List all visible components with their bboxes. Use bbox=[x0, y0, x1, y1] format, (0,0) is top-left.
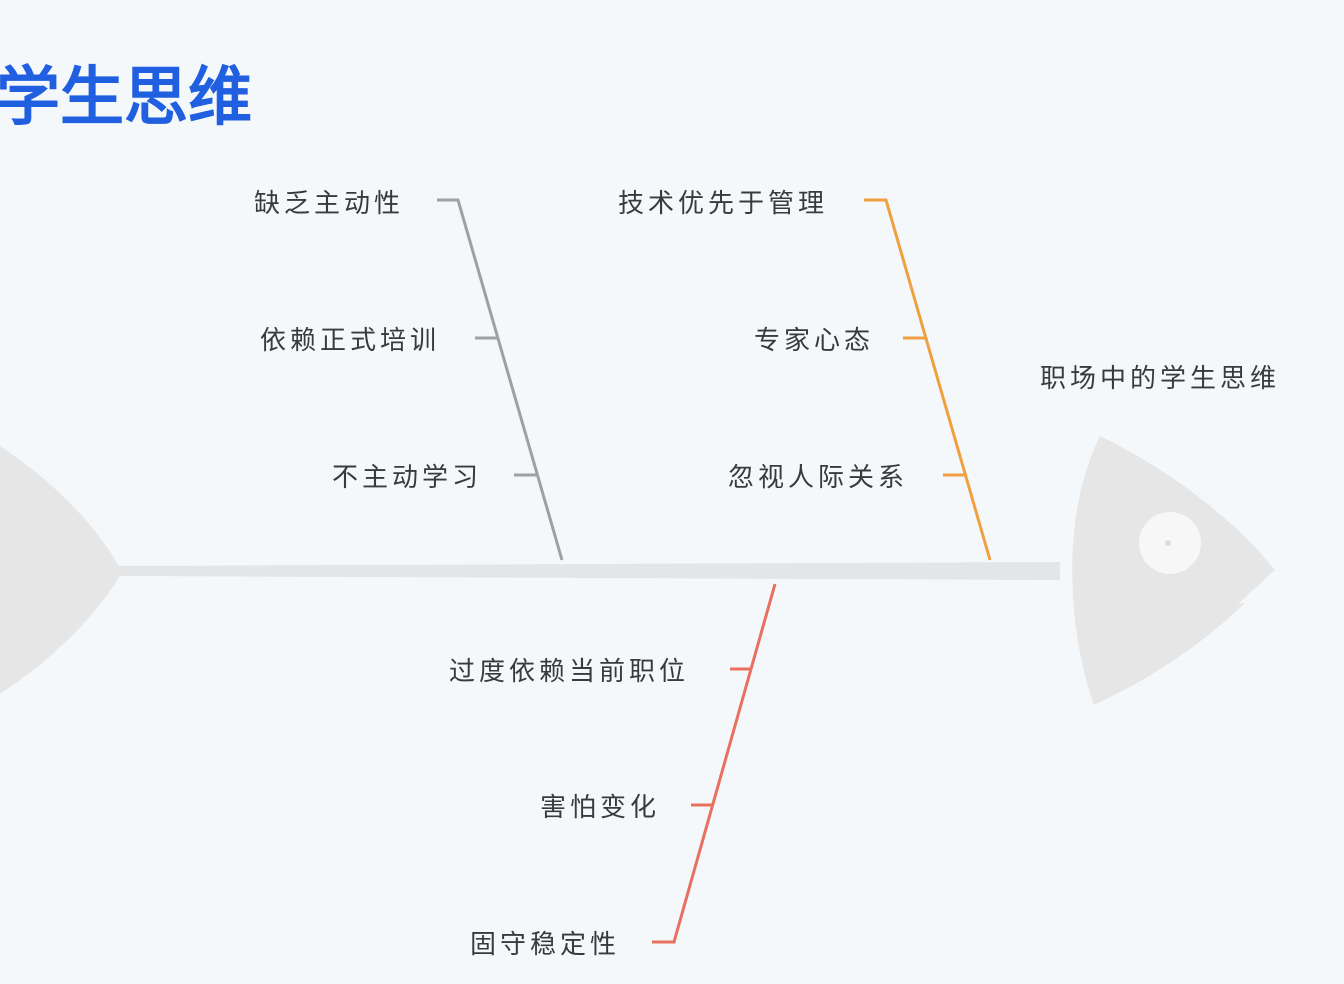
cause-label: 忽视人际关系 bbox=[728, 463, 908, 493]
fish-mouth bbox=[1238, 570, 1275, 604]
branch-orange-line bbox=[864, 198, 992, 561]
cause-label: 害怕变化 bbox=[540, 793, 660, 823]
cause-label: 缺乏主动性 bbox=[254, 189, 404, 219]
fish-tail-shape bbox=[0, 446, 122, 694]
head-label: 职场中的学生思维 bbox=[1040, 364, 1280, 394]
cause-label: 依赖正式培训 bbox=[260, 326, 440, 356]
branch-gray: 缺乏主动性 依赖正式培训 不主动学习 bbox=[254, 189, 564, 561]
cause-label: 专家心态 bbox=[754, 326, 874, 356]
cause-label: 固守稳定性 bbox=[470, 930, 620, 960]
cause-label: 过度依赖当前职位 bbox=[449, 657, 689, 687]
branch-red-line bbox=[652, 583, 777, 944]
branch-red: 过度依赖当前职位 害怕变化 固守稳定性 bbox=[449, 583, 777, 960]
branch-gray-line bbox=[437, 198, 564, 561]
cause-label: 不主动学习 bbox=[332, 463, 482, 493]
fish-pupil bbox=[1165, 540, 1171, 546]
page-title: 学生思维 bbox=[0, 61, 252, 135]
branch-orange: 技术优先于管理 专家心态 忽视人际关系 bbox=[618, 189, 992, 561]
fish-spine bbox=[118, 562, 1060, 580]
cause-label: 技术优先于管理 bbox=[618, 189, 828, 219]
